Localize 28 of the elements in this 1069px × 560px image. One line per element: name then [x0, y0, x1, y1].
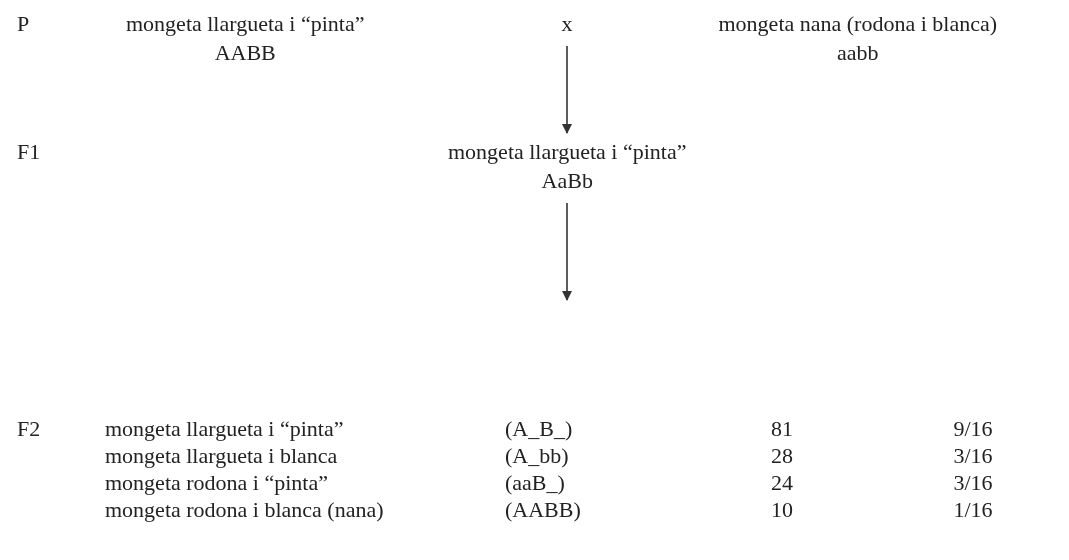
count-value: 28: [771, 442, 793, 469]
genotype-label: AaBb: [540, 167, 594, 195]
generation-label: F2: [17, 415, 41, 442]
phenotype-label: mongeta llargueta i “pinta”: [126, 10, 365, 38]
genotype-label: (A_B_): [505, 415, 573, 442]
ratio-value: 1/16: [953, 496, 993, 523]
genotype-label: (aaB_): [505, 469, 565, 496]
count-value: 81: [771, 415, 793, 442]
count-value: 10: [771, 496, 793, 523]
genotype-label: (A_bb): [505, 442, 569, 469]
arrow: [562, 202, 572, 301]
generation-label: F1: [17, 138, 41, 165]
genotype-label: aabb: [836, 39, 880, 67]
genotype-label: (AABB): [505, 496, 581, 523]
phenotype-label: mongeta llargueta i “pinta”: [105, 415, 344, 442]
generation-label: P: [17, 10, 30, 37]
ratio-value: 3/16: [953, 469, 993, 496]
cross-symbol: x: [561, 10, 573, 38]
genotype-label: AABB: [213, 39, 277, 67]
phenotype-label: mongeta llargueta i blanca: [105, 442, 338, 469]
ratio-value: 3/16: [953, 442, 993, 469]
count-value: 24: [771, 469, 793, 496]
phenotype-label: mongeta rodona i “pinta”: [105, 469, 328, 496]
phenotype-label: mongeta llargueta i “pinta”: [448, 138, 687, 166]
phenotype-label: mongeta nana (rodona i blanca): [718, 10, 998, 38]
arrow: [562, 45, 572, 134]
ratio-value: 9/16: [953, 415, 993, 442]
phenotype-label: mongeta rodona i blanca (nana): [105, 496, 384, 523]
